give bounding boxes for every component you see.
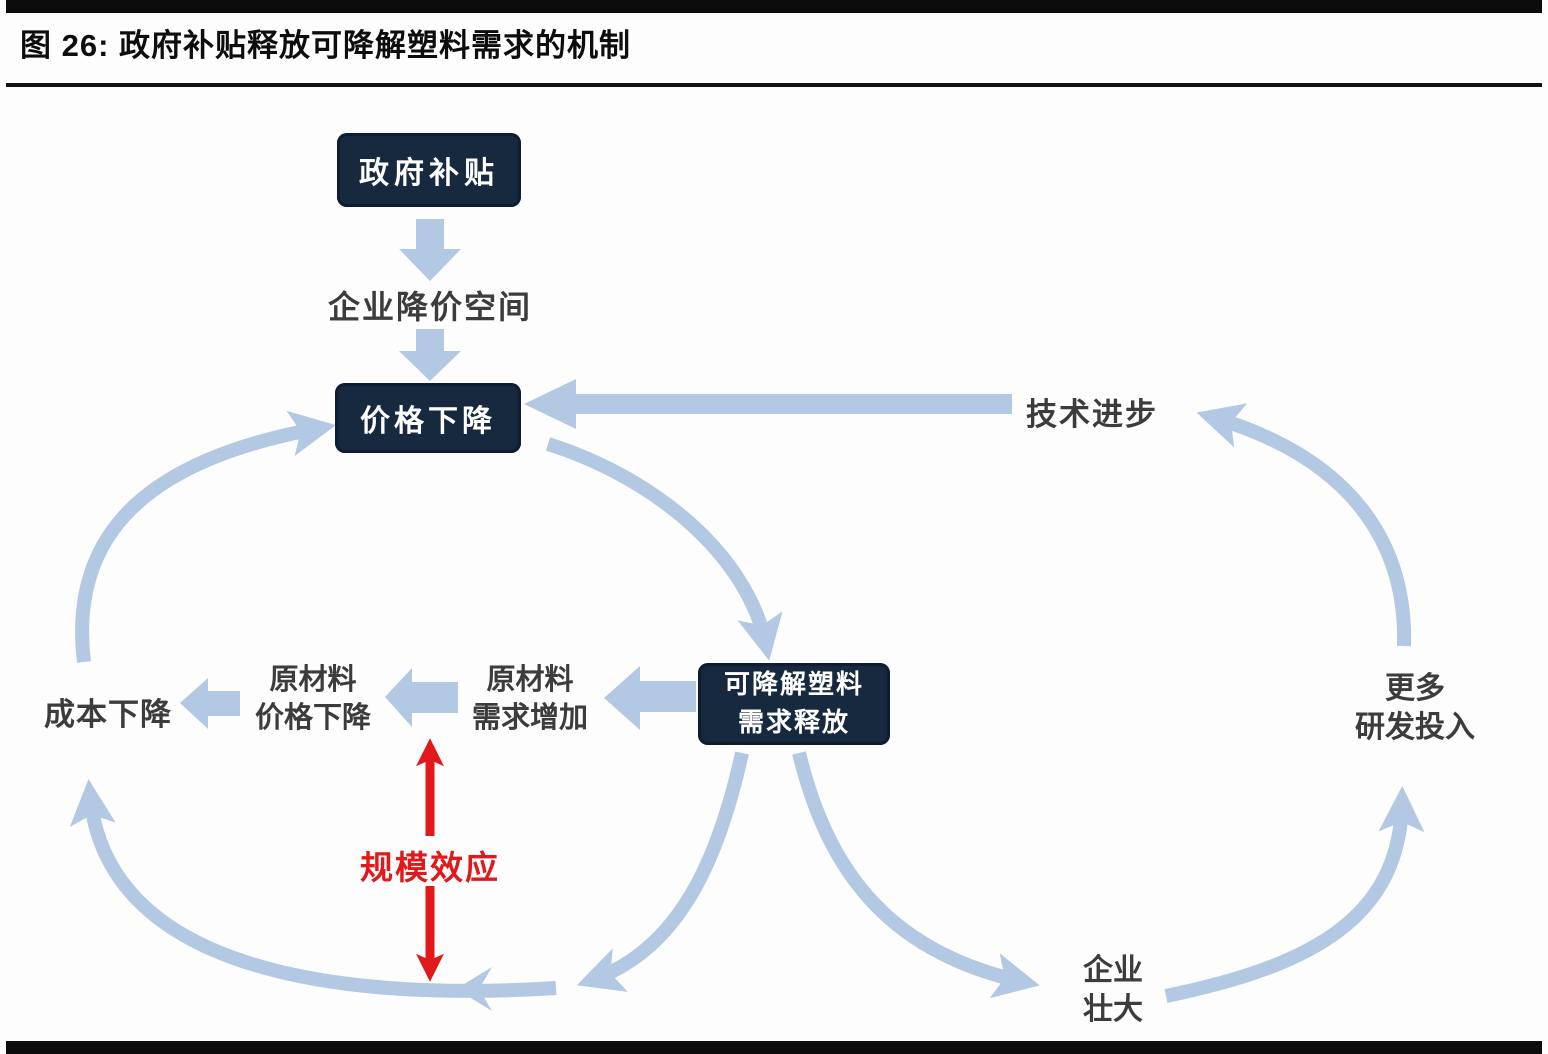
figure-title: 图 26: 政府补贴释放可降解塑料需求的机制 <box>20 28 632 63</box>
arrow-demand-to-bottomloop <box>576 751 749 992</box>
arrow-costdrop-to-pricedrop <box>75 410 336 663</box>
node-price-drop: 价格下降 <box>335 383 521 453</box>
arrow-demand-to-rawdemand <box>604 666 696 730</box>
label-raw-material-price: 原材料 价格下降 <box>254 664 371 735</box>
arrow-space-to-pricedrop <box>399 329 461 381</box>
arrow-rawprice-to-costdrop <box>180 678 240 729</box>
arrow-firmgrowth-to-rd <box>1164 785 1425 1003</box>
label-more-rd-investment: 更多 研发投入 <box>1355 672 1475 744</box>
label-price-cut-space: 企业降价空间 <box>327 289 532 325</box>
bottom-loop-chevron <box>456 967 492 1011</box>
label-firm-growth: 企业 壮大 <box>1083 954 1143 1026</box>
bottom-loop-to-costdrop <box>69 778 557 998</box>
label-scale-effect: 规模效应 <box>360 849 500 886</box>
node-gov-subsidy: 政府补贴 <box>337 133 521 207</box>
label-raw-material-demand: 原材料 需求增加 <box>471 664 588 735</box>
arrow-tech-to-pricedrop <box>524 379 1012 429</box>
node-demand-release: 可降解塑料 需求释放 <box>698 663 890 745</box>
bottom-border-bar <box>6 1041 1542 1054</box>
label-tech-progress: 技术进步 <box>1026 397 1158 432</box>
arrow-rd-to-tech <box>1196 403 1412 647</box>
top-border-bar <box>6 0 1542 13</box>
arrow-rawdemand-to-rawprice <box>385 668 458 727</box>
arrow-demand-to-firmgrowth <box>792 751 1040 999</box>
title-divider <box>6 83 1542 87</box>
arrow-pricedrop-to-demand <box>545 437 783 661</box>
label-cost-drop: 成本下降 <box>44 697 172 732</box>
arrow-subsidy-to-space <box>399 219 461 281</box>
